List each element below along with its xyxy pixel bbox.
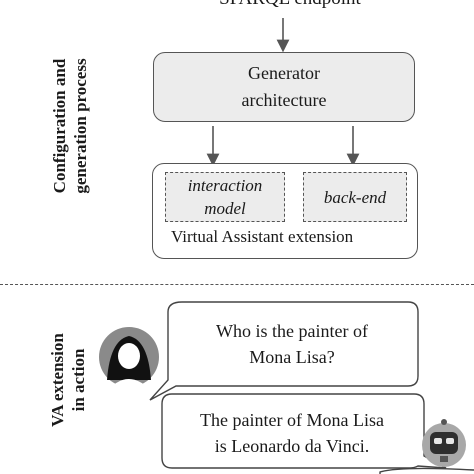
back-end-box: back-end — [303, 172, 407, 222]
va-section-label: VA extension in action — [47, 275, 91, 474]
question-line1: Who is the painter of — [216, 321, 368, 341]
question-text: Who is the painter of Mona Lisa? — [178, 318, 406, 370]
interaction-line2: model — [204, 199, 246, 218]
question-bubble — [149, 301, 419, 401]
interaction-model-box: interaction model — [165, 172, 285, 222]
config-line1: Configuration and — [50, 58, 69, 194]
next-bubble-edge — [379, 467, 474, 474]
generator-line2: architecture — [241, 90, 327, 110]
sparql-endpoint-label: SPARQL endpoint — [150, 0, 430, 10]
config-line2: generation process — [71, 58, 90, 194]
extension-label: Virtual Assistant extension — [171, 227, 354, 246]
generator-architecture-box: Generator architecture — [153, 52, 415, 122]
va-line2: in action — [69, 348, 88, 412]
va-line1: VA extension — [48, 333, 67, 427]
answer-line1: The painter of Mona Lisa — [200, 410, 384, 430]
section-divider — [0, 284, 474, 285]
woman-avatar-icon — [99, 327, 159, 387]
robot-icon — [422, 419, 466, 467]
config-section-label: Configuration and generation process — [49, 11, 93, 241]
generator-line1: Generator — [248, 63, 320, 83]
answer-text: The painter of Mona Lisa is Leonardo da … — [168, 407, 416, 459]
question-line2: Mona Lisa? — [249, 347, 335, 367]
answer-line2: is Leonardo da Vinci. — [214, 436, 370, 456]
virtual-assistant-extension-box: interaction model back-end Virtual Assis… — [152, 163, 418, 259]
interaction-line1: interaction — [187, 176, 263, 195]
